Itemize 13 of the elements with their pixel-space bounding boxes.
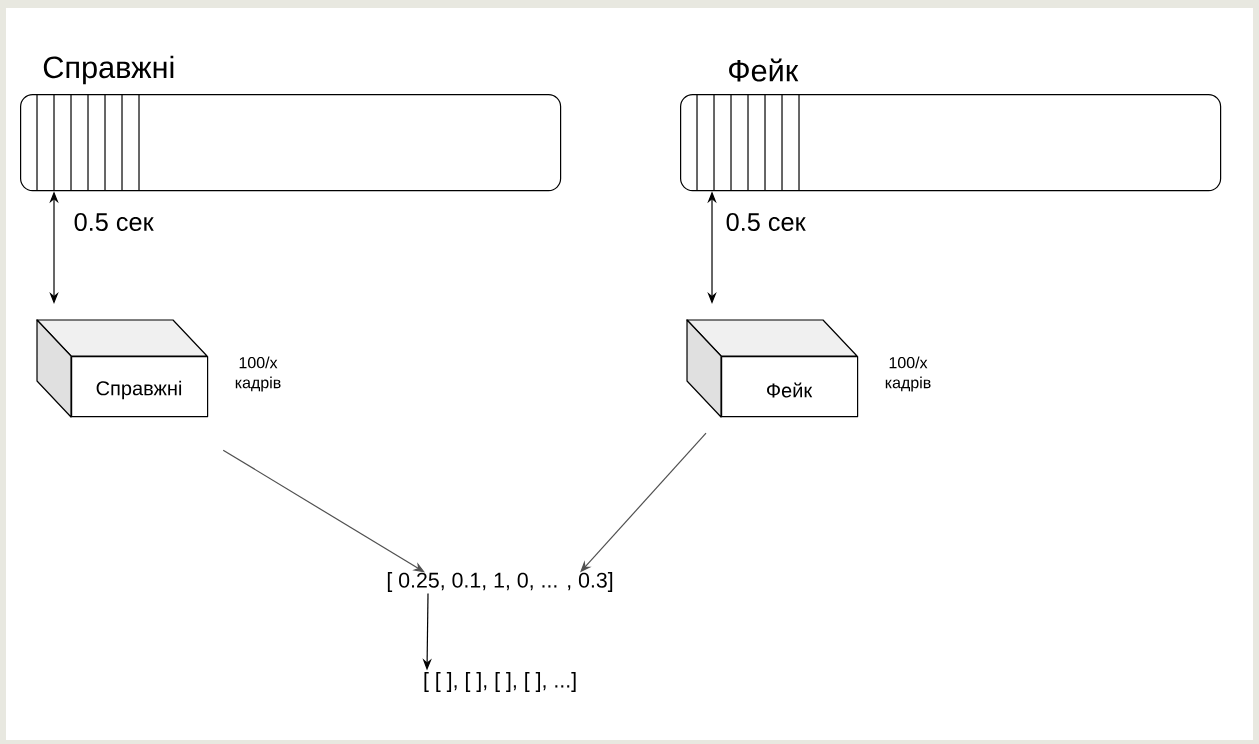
- node-label: Справжні: [43, 55, 174, 85]
- edge-label: 0.5 сек: [724, 211, 808, 233]
- arrow: [222, 449, 425, 573]
- edge-label: 0.5 сек: [72, 211, 156, 233]
- cube: Справжні: [36, 319, 209, 418]
- timeline-bar: Справжні: [20, 55, 562, 192]
- cube: Фейк: [686, 319, 859, 418]
- frame-count-note: 100/x кадрів: [235, 356, 281, 392]
- node-label: Фейк: [729, 58, 799, 82]
- frame-count-note: 100/x кадрів: [885, 356, 931, 392]
- timeline-bar: Фейк: [680, 58, 1222, 192]
- array-text: [ [ ], [ ], [ ], [ ], ...]: [424, 672, 576, 692]
- array-text: [ 0.25, 0.1, 1, 0, ... , 0.3]: [387, 572, 613, 592]
